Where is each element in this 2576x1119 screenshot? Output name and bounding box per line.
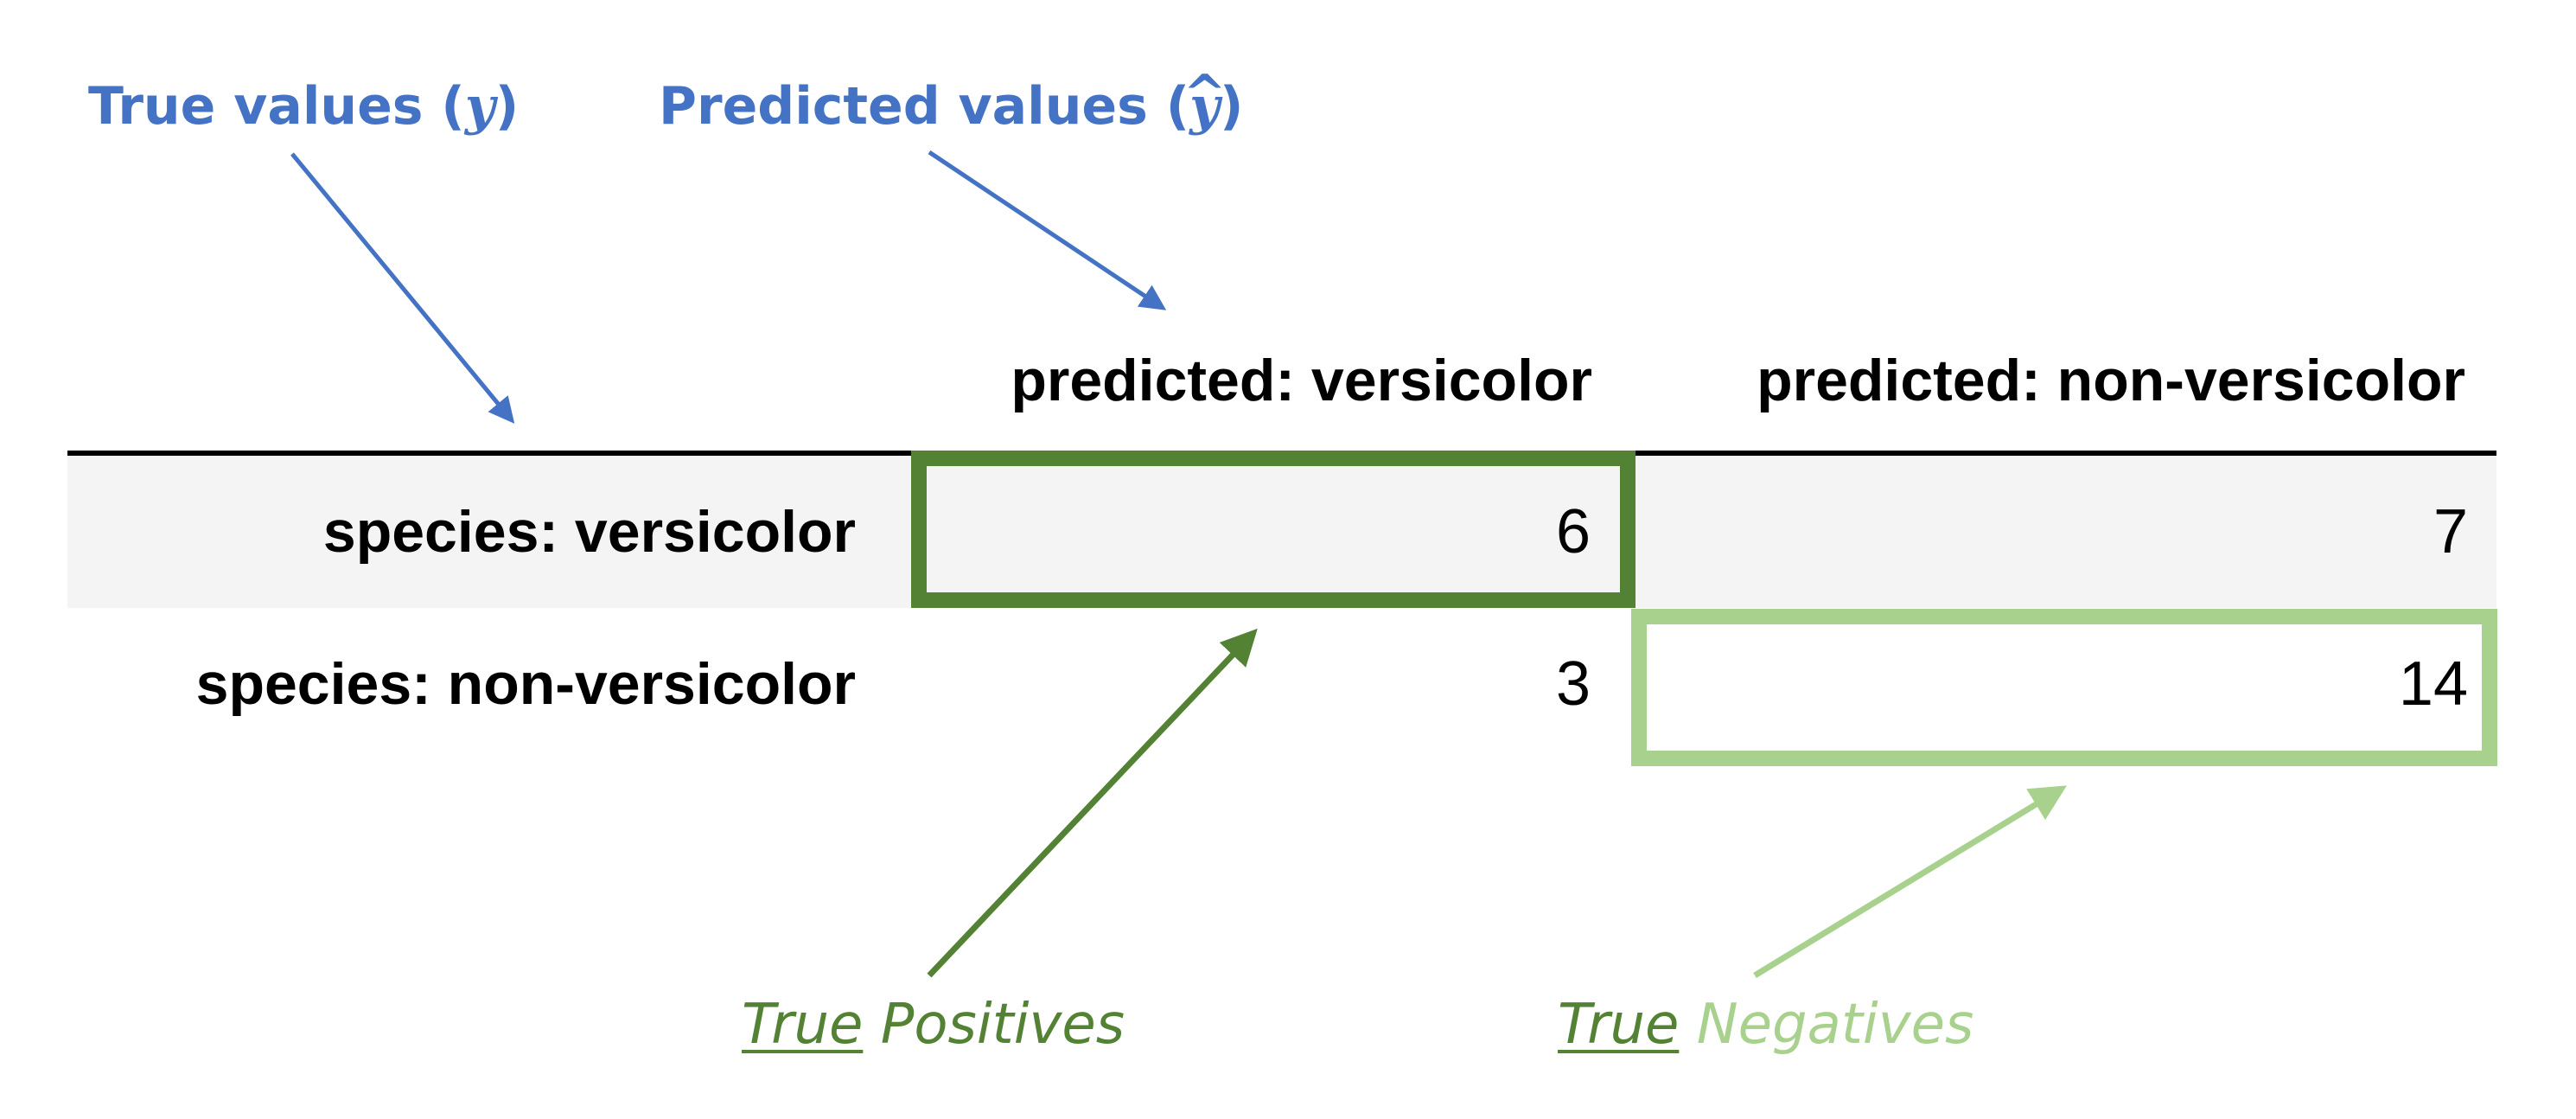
true-values-label: True values (y) (88, 67, 519, 145)
hat-glyph: ^ (1183, 64, 1227, 125)
true-negatives-true-word: True (1558, 993, 1680, 1057)
row-label-species-versicolor: species: versicolor (322, 499, 856, 565)
true-positives-true-word: True (742, 993, 864, 1057)
cell-false-negative: 7 (2433, 497, 2468, 566)
predicted-values-label: Predicted values (^y) (659, 64, 1244, 145)
true-positive-highlight-box (911, 451, 1636, 608)
true-values-close: ) (494, 76, 520, 137)
true-negatives-word: Negatives (1696, 993, 1974, 1057)
table-row-shade (67, 456, 2496, 608)
true-negative-highlight-box (1631, 609, 2497, 766)
y-hat-symbol: ^y (1183, 64, 1226, 145)
arrow-true-positives (927, 628, 1258, 978)
true-positives-caption: True Positives (742, 986, 1125, 1064)
predicted-values-text: Predicted values ( (659, 76, 1190, 137)
arrow-true-values (290, 152, 515, 424)
arrow-predicted-values (928, 150, 1167, 310)
true-positives-word: Positives (880, 993, 1125, 1057)
cell-true-negative: 14 (2398, 649, 2468, 719)
column-header-predicted-versicolor: predicted: versicolor (1011, 348, 1592, 413)
cell-true-positive: 6 (1555, 497, 1591, 566)
column-header-predicted-non-versicolor: predicted: non-versicolor (1757, 348, 2465, 413)
true-values-text: True values ( (88, 76, 465, 137)
y-glyph: y (1189, 76, 1221, 137)
true-negatives-caption: True Negatives (1558, 986, 1973, 1064)
cell-false-positive: 3 (1555, 649, 1591, 719)
arrow-true-negatives (1753, 785, 2067, 978)
predicted-values-close: ) (1220, 76, 1244, 137)
row-label-species-non-versicolor: species: non-versicolor (195, 651, 856, 717)
y-symbol: y (464, 76, 495, 137)
